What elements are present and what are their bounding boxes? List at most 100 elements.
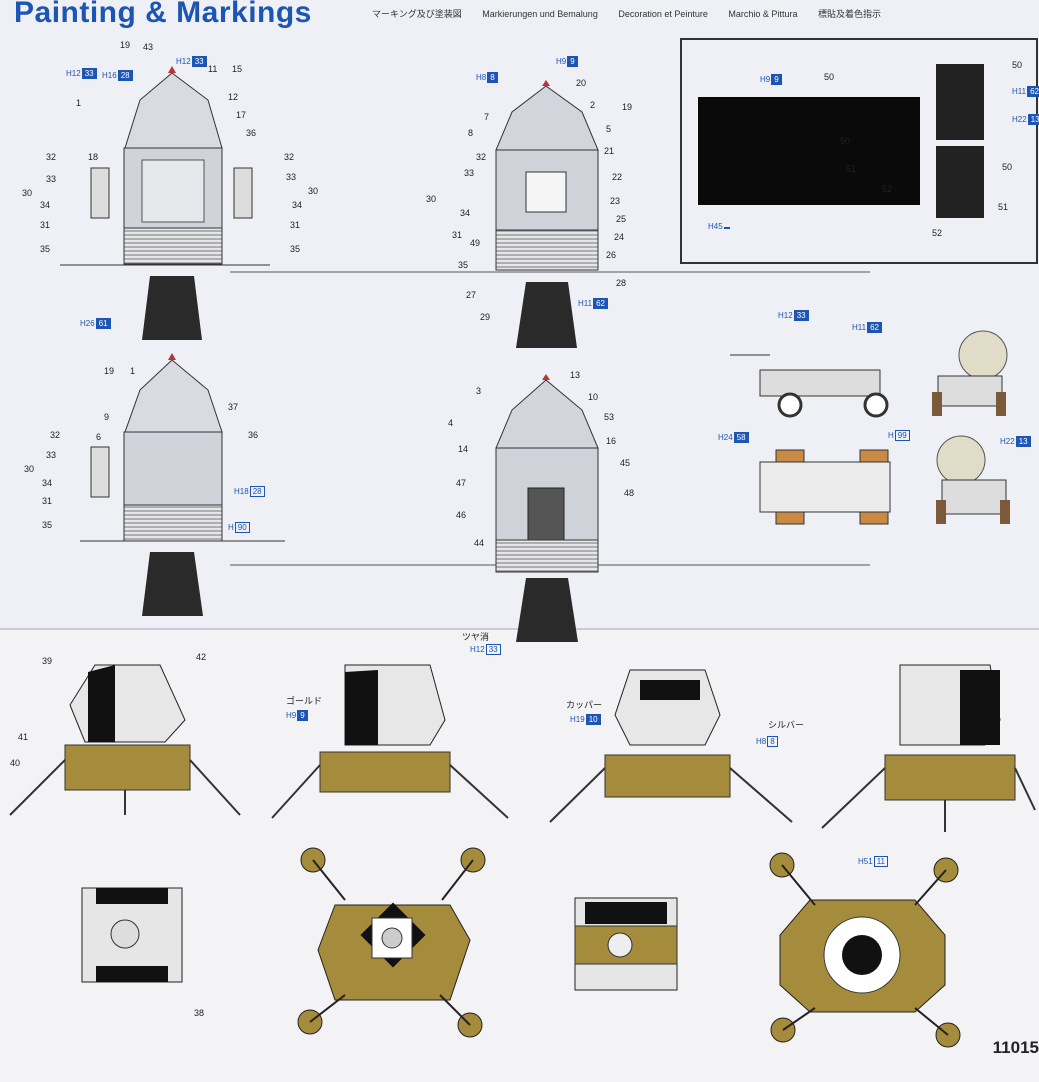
command-module-bottom-right <box>495 374 599 642</box>
callout: 10 <box>588 392 599 402</box>
astronaut-photo-1 <box>936 64 984 140</box>
subtitle-french: Decoration et Peinture <box>618 9 708 19</box>
callout: 35 <box>290 244 301 254</box>
callout: 20 <box>576 78 587 88</box>
callout: 22 <box>612 172 623 182</box>
callout: 46 <box>456 510 467 520</box>
callout: 39 <box>42 656 53 666</box>
callout: 33 <box>464 168 475 178</box>
subtitle-italian: Marchio & Pittura <box>728 9 798 19</box>
callout: 13 <box>570 370 581 380</box>
callout: 14 <box>458 444 469 454</box>
subtitle-chinese: 標貼及着色指示 <box>817 9 881 19</box>
callout: 34 <box>40 200 51 210</box>
callout: 1 <box>130 366 136 376</box>
inset-callout: 52 <box>932 228 943 238</box>
callout: 37 <box>228 402 239 412</box>
callout: 31 <box>40 220 51 230</box>
callout: 31 <box>290 220 301 230</box>
callout: 32 <box>46 152 57 162</box>
callout: 32 <box>476 152 487 162</box>
callout: 44 <box>474 538 485 548</box>
callout: 42 <box>196 652 207 662</box>
lunar-module-side-view-1 <box>9 664 241 816</box>
subtitle-row: マーキング及び塗装図 Markierungen und Bemalung Dec… <box>372 7 899 20</box>
callout: 41 <box>18 732 29 742</box>
callout: 1 <box>76 98 82 108</box>
callout: 23 <box>610 196 621 206</box>
callout: 27 <box>466 290 477 300</box>
callout: 9 <box>104 412 110 422</box>
astronaut-photo-2 <box>936 146 984 218</box>
lunar-rover-views <box>730 330 1010 525</box>
callout: 25 <box>616 214 627 224</box>
callout: 29 <box>480 312 491 322</box>
callout: 38 <box>194 1008 205 1018</box>
callout: 17 <box>236 110 247 120</box>
command-module-bottom-left <box>80 353 285 616</box>
lunar-module-top-view-descent <box>297 847 486 1038</box>
callout: 34 <box>42 478 53 488</box>
callout: 2 <box>590 100 596 110</box>
callout: 19 <box>120 40 131 50</box>
callout: 36 <box>246 128 257 138</box>
lunar-module-top-view-ascent <box>81 887 183 983</box>
callout: 28 <box>616 278 627 288</box>
callout: 19 <box>104 366 115 376</box>
callout: 30 <box>24 464 35 474</box>
lunar-module-bottom-view-ascent <box>574 897 678 991</box>
callout: 16 <box>606 436 617 446</box>
callout: 35 <box>40 244 51 254</box>
inset-callout: 51 <box>846 164 857 174</box>
callout: 35 <box>458 260 469 270</box>
callout: 19 <box>622 102 633 112</box>
inset-callout: 51 <box>998 202 1009 212</box>
callout: 48 <box>624 488 635 498</box>
callout: 3 <box>476 386 482 396</box>
callout: 24 <box>614 232 625 242</box>
inset-callout: 50 <box>1012 60 1023 70</box>
callout: 30 <box>22 188 33 198</box>
command-module-top-right <box>495 80 599 348</box>
callout: 34 <box>460 208 471 218</box>
subtitle-japanese: マーキング及び塗装図 <box>372 9 462 19</box>
callout: 36 <box>248 430 259 440</box>
callout: 34 <box>292 200 303 210</box>
handwritten-note: ツヤ消 <box>462 632 490 642</box>
callout: 30 <box>426 194 437 204</box>
handwritten-note: ゴールド <box>286 696 323 706</box>
callout: 33 <box>46 174 57 184</box>
handwritten-note: カッパー <box>566 700 603 710</box>
callout: 21 <box>604 146 615 156</box>
page-title: Painting & Markings <box>14 0 312 29</box>
callout: 33 <box>286 172 297 182</box>
part-number: 11015 <box>992 1038 1039 1057</box>
callout: 26 <box>606 250 617 260</box>
inset-ref: H45 <box>708 222 730 231</box>
callout: 43 <box>143 42 154 52</box>
callout: 4 <box>448 418 454 428</box>
lunar-module-side-view-2 <box>271 664 509 819</box>
callout: 31 <box>42 496 53 506</box>
callout: 45 <box>620 458 631 468</box>
lunar-module-bottom-view-descent <box>769 852 961 1048</box>
callout: 32 <box>284 152 295 162</box>
callout: 30 <box>308 186 319 196</box>
